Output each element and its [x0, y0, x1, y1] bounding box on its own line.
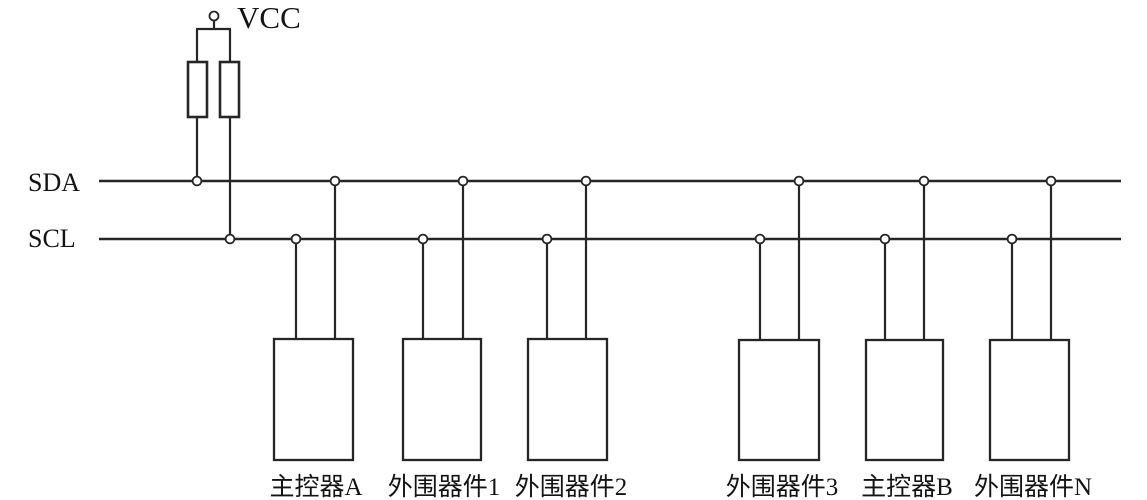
pullup-resistor-2: [218, 60, 241, 119]
device-label: 外围器件2: [515, 473, 628, 500]
device1-box: [272, 337, 355, 462]
device5-box: [864, 338, 945, 462]
junction-dot: [224, 233, 236, 245]
vcc-terminal-icon: [208, 10, 220, 22]
pullup-resistor-1: [186, 60, 209, 119]
device2-box: [401, 337, 483, 462]
device6-box: [988, 338, 1071, 462]
junction-dot: [1045, 175, 1057, 187]
device-label: 外围器件3: [726, 473, 839, 500]
device-label: 主控器B: [861, 473, 953, 500]
junction-dot: [541, 233, 553, 245]
junction-dot: [918, 175, 930, 187]
junction-dot: [290, 233, 302, 245]
junction-dot: [1006, 233, 1018, 245]
device3-box: [526, 337, 609, 462]
junction-dot: [879, 233, 891, 245]
junction-dot: [191, 175, 203, 187]
device4-box: [737, 338, 821, 462]
junction-dot: [754, 233, 766, 245]
junction-dot: [329, 175, 341, 187]
scl-label: SCL: [28, 224, 76, 253]
device-label: 外围器件1: [388, 473, 501, 500]
junction-dot: [793, 175, 805, 187]
vcc-label: VCC: [237, 0, 301, 35]
junction-dot: [417, 233, 429, 245]
sda-label: SDA: [28, 168, 80, 197]
device-label: 外围器件N: [974, 473, 1092, 500]
device-label: 主控器A: [269, 473, 362, 500]
junction-dot: [457, 175, 469, 187]
junction-dot: [580, 175, 592, 187]
